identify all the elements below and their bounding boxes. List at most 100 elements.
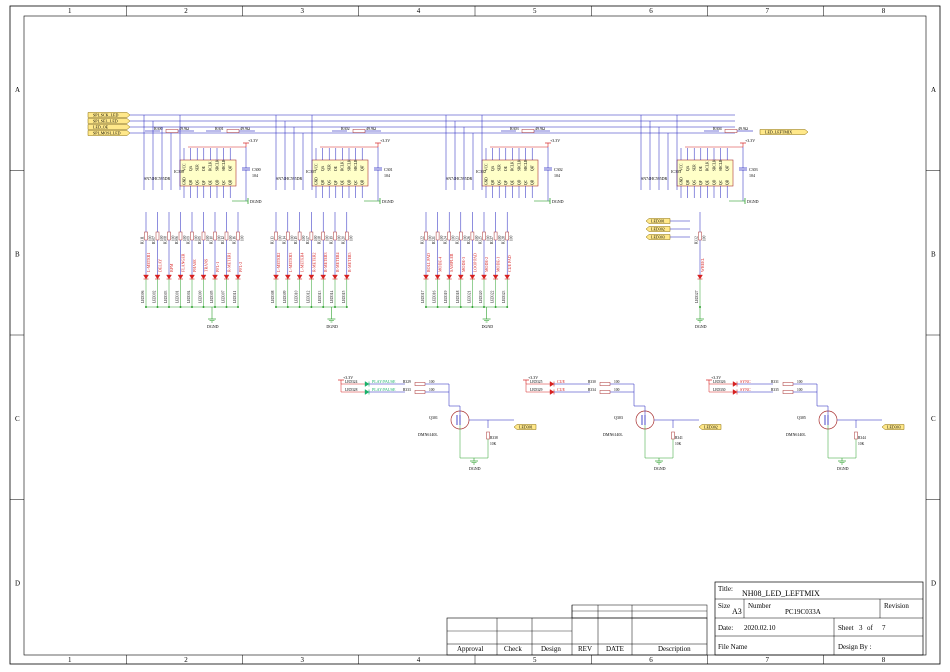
col-label: 1 [68,656,72,664]
ic-pin-name: SRCLR [354,159,358,171]
design-label: Design [541,645,561,653]
input-ports: SPI_SCK_LEDSPI_SEL_LEDLED_OESPI_MOSI_LED… [87,112,809,136]
led-net-name: CUE PAD [507,255,512,272]
driver-res-value: 100 [429,388,435,392]
number-value: PC19C033A [785,608,821,616]
led-net-name: MODE-1 [496,257,501,272]
pullup-ref: R304 [713,126,722,131]
driver-port-label: LED301 [519,425,533,430]
led-net-name: L-METER4 [300,253,305,272]
driver-led-ref: LED324 [345,380,358,384]
led-icon [423,274,429,280]
pullup-ref: R303 [510,126,519,131]
driver-net: PLAY/PAUSE [372,379,396,384]
col-label: 2 [184,656,188,664]
ic-pin-name: QD [712,179,716,185]
ic-pin-name: QF [334,180,338,185]
driver-port [698,424,722,430]
check-label: Check [504,645,522,653]
ic-pin-name: QE [209,179,213,185]
title-value: NH08_LED_LEFTMIX [742,589,820,598]
led-resistor-ref: R332 [695,236,699,244]
ic-pin-name: QF [202,180,206,185]
led-resistor-value: 100 [279,235,283,241]
led-resistor [698,231,702,241]
ic-pin-name: QG [498,179,502,185]
col-label: 3 [301,7,305,15]
led-port-label: LED302 [651,227,665,232]
driver-port-label: LED302 [704,425,718,430]
ic-gnd-label: DGND [250,199,262,204]
ic-pin-name: QD [215,179,219,185]
led-resistor-ref: R317 [306,236,310,244]
led-resistor-ref: R318 [318,236,322,244]
driver-gnd-label: DGND [654,466,666,471]
led-icon [212,274,218,280]
led-icon [697,274,703,280]
led-resistor-value: 100 [172,235,176,241]
gate-resistor-value: 10K [858,442,865,446]
outer-frame [9,5,941,665]
led-ref: LED315 [342,290,346,303]
driver-net: SYNC [740,379,751,384]
led-resistor [236,231,240,241]
led-ref: LED317 [421,290,425,303]
led-resistor [155,231,160,241]
ic-pin-name: QA [189,165,193,171]
title-block: Title: NH08_LED_LEFTMIX Size A3 Number P… [714,581,924,656]
led-resistor-value: 100 [463,235,467,241]
led-resistor-value: 100 [498,235,502,241]
pullup-ref: R302 [341,126,350,131]
date-value: 2020.02.10 [744,624,776,632]
power-label: +3.3V [528,375,538,380]
led-resistor [345,231,349,241]
row-label: B [15,251,20,259]
ic-pin-name: VCC [182,163,186,171]
led-net-name: L-METER1 [146,253,151,272]
cap-ref: C301 [384,167,393,172]
ic-pin-name: SER [328,164,332,171]
ic-pin-name: QC [222,179,226,185]
led-net-name: R-METER4 [335,252,340,272]
led-port-label: LED301 [651,219,665,224]
led-ref: LED300 [199,290,203,303]
col-label: 3 [301,656,305,664]
led-ref: LED305 [210,290,214,303]
col-label: 7 [766,656,770,664]
led-icon [273,274,279,280]
pullup-resistor [724,129,738,133]
driver-port [513,424,537,430]
description-label: Description [658,645,691,653]
input-port [87,118,131,124]
led-resistor-value: 100 [326,235,330,241]
pullup-value: 49.9Ω [535,126,545,131]
driver-net: CUE [557,387,566,392]
led-resistor [167,231,171,241]
mosfet-ref: Q305 [797,415,806,420]
ic-pin-name: QB [726,179,730,185]
mosfet-ref: Q301 [429,415,438,420]
cap-value: 104 [554,173,560,178]
ic-pin-name: QC [524,179,528,185]
mosfet-part: DMN6140L [786,432,806,437]
led-resistor-value: 100 [703,235,707,241]
driver-gnd-label: DGND [837,466,849,471]
power-label: +3.3V [711,375,721,380]
led-resistor [297,231,302,241]
led-resistor-value: 100 [218,235,222,241]
ic-pin-name: QH [491,179,495,185]
led-icon [492,274,499,280]
ic-pin-name: OE [334,165,338,171]
driver-res-value: 100 [797,380,803,384]
power-label: +3.3V [343,375,353,380]
led-port [645,218,671,224]
led-resistor [482,231,486,241]
driver-net: PLAY/PAUSE [372,387,396,392]
ic-body [179,159,237,187]
led-resistor-ref: R311 [141,236,145,244]
led-icon [143,274,149,280]
ic-pin-name: SER [498,164,502,171]
ic-pin-name: QH' [531,165,535,171]
led-resistor-value: 100 [206,235,210,241]
